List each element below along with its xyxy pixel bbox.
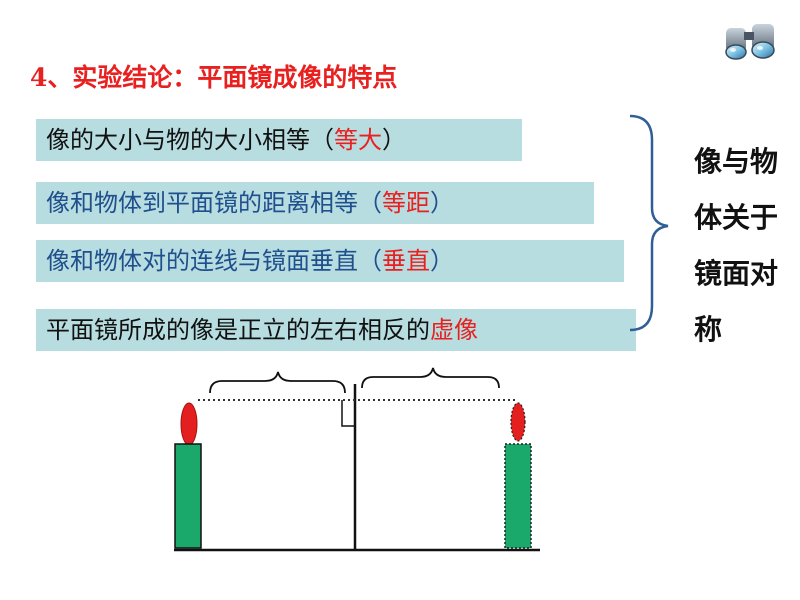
statement-highlight: 垂直 — [382, 247, 430, 275]
statement-equal-distance: 像和物体到平面镜的距离相等（等距） — [36, 182, 594, 224]
statement-suffix: ） — [430, 247, 454, 275]
statement-suffix: ） — [382, 126, 406, 154]
statement-equal-size: 像的大小与物的大小相等（等大） — [36, 119, 522, 161]
statement-highlight: 等距 — [382, 189, 430, 217]
conclusion-line: 体关于 — [694, 201, 779, 234]
image-distance-brace — [361, 367, 500, 389]
page-title: 4、实验结论：平面镜成像的特点 — [30, 63, 398, 92]
statement-text: 平面镜所成的像是正立的左右相反的 — [46, 316, 430, 344]
statement-text: 像的大小与物的大小相等（ — [46, 126, 334, 154]
conclusion-line: 像与物 — [694, 145, 779, 178]
symmetry-conclusion: 像与物 体关于 镜面对 称 — [694, 134, 794, 358]
statement-suffix: ） — [430, 189, 454, 217]
statement-text: 像和物体对的连线与镜面垂直（ — [46, 247, 382, 275]
virtual-candle-image — [504, 402, 532, 549]
image-candle-body — [504, 443, 532, 549]
statements-brace — [629, 114, 669, 332]
right-angle-marker — [341, 400, 355, 427]
conclusion-line: 镜面对 — [694, 257, 779, 290]
binoculars-icon — [725, 24, 775, 60]
object-distance-brace — [209, 371, 346, 394]
statement-virtual-image: 平面镜所成的像是正立的左右相反的虚像 — [36, 309, 636, 351]
candle-body — [174, 443, 202, 549]
real-candle — [174, 402, 202, 549]
conclusion-line: 称 — [694, 313, 723, 346]
statement-perpendicular: 像和物体对的连线与镜面垂直（垂直） — [36, 240, 624, 282]
candle-flame — [180, 402, 198, 446]
statement-highlight: 等大 — [334, 126, 382, 154]
image-flame — [510, 402, 526, 442]
statement-text: 像和物体到平面镜的距离相等（ — [46, 189, 382, 217]
statement-highlight: 虚像 — [430, 316, 478, 344]
